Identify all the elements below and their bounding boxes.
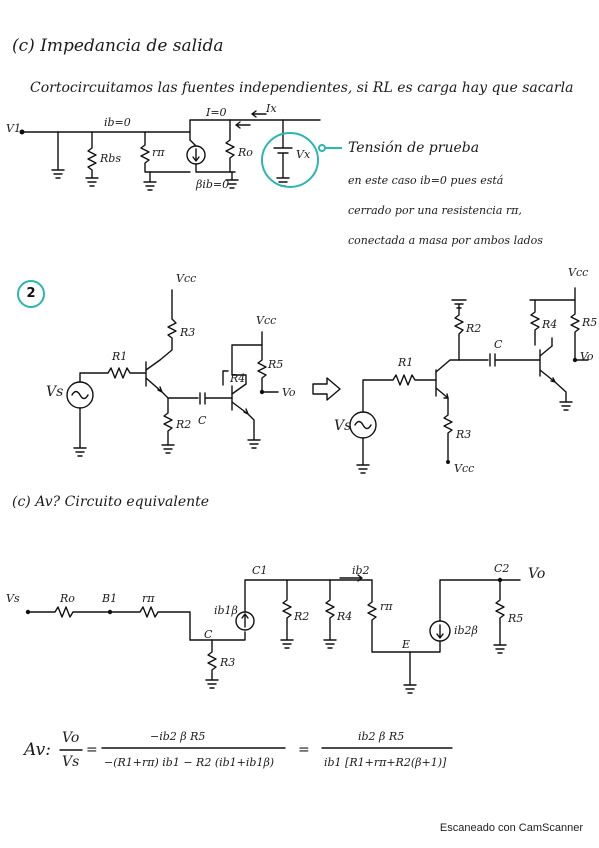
left-vs: Vs xyxy=(46,384,64,400)
note-line-1: Tensión de prueba xyxy=(348,140,480,156)
left-r1: R1 xyxy=(112,350,128,363)
label-rbs: Rbs xyxy=(100,152,121,165)
label-rpi: rπ xyxy=(152,146,165,159)
note-line-4: conectada a masa por ambos lados xyxy=(348,234,543,247)
equation-frac2-denominator: ib1 [R1+rπ+R2(β+1)] xyxy=(324,756,447,769)
equation-lhs-numerator: Vo xyxy=(62,730,80,746)
label-bib0: βib=0 xyxy=(196,178,230,191)
av-vo: Vo xyxy=(528,566,546,582)
av-vs: Vs xyxy=(6,592,20,605)
right-two-stage-circuit xyxy=(349,287,589,474)
equation-fraction-bars xyxy=(59,747,453,751)
label-ro: Ro xyxy=(238,146,253,159)
right-vcc-2: Vcc xyxy=(454,462,475,475)
av-e: E xyxy=(402,638,411,651)
left-r5: R5 xyxy=(268,358,284,371)
right-r3: R3 xyxy=(456,428,472,441)
output-impedance-circuit xyxy=(19,110,342,191)
small-signal-equivalent-circuit xyxy=(25,574,521,694)
equation-frac1-numerator: −ib2 β R5 xyxy=(150,730,206,743)
av-r2: R2 xyxy=(294,610,310,623)
av-r3: R3 xyxy=(220,656,236,669)
av-r5: R5 xyxy=(508,612,524,625)
left-vcc-1: Vcc xyxy=(176,272,197,285)
av-c: C xyxy=(204,628,213,641)
note-line-3: cerrado por una resistencia rπ, xyxy=(348,204,522,217)
left-r3: R3 xyxy=(180,326,196,339)
right-r1: R1 xyxy=(398,356,414,369)
camscanner-footer: Escaneado con CamScanner xyxy=(439,822,583,834)
label-vx: Vx xyxy=(296,148,311,161)
right-vo: Vo xyxy=(580,350,594,363)
av-r4: R4 xyxy=(337,610,353,623)
av-rpi-2: rπ xyxy=(380,600,393,613)
av-ib2: ib2 xyxy=(352,564,370,577)
note-line-2: en este caso ib=0 pues está xyxy=(348,174,504,187)
equation-prefix: Av: xyxy=(24,740,51,760)
equation-lhs-denominator: Vs xyxy=(62,754,80,770)
av-rpi-1: rπ xyxy=(142,592,155,605)
impedance-heading: (c) Impedancia de salida xyxy=(12,36,224,56)
label-i0: I=0 xyxy=(206,106,227,119)
av-ib2b: ib2β xyxy=(454,624,478,637)
left-r4: R4 xyxy=(230,372,246,385)
right-r5: R5 xyxy=(582,316,598,329)
av-ib1b: ib1β xyxy=(214,604,238,617)
left-vcc-2: Vcc xyxy=(256,314,277,327)
equation-frac1-denominator: −(R1+rπ) ib1 − R2 (ib1+ib1β) xyxy=(104,756,275,769)
right-vs: Vs xyxy=(334,418,352,434)
label-ix: Ix xyxy=(266,102,277,115)
left-two-stage-circuit xyxy=(66,289,341,457)
av-c1: C1 xyxy=(252,564,268,577)
impedance-intro: Cortocircuitamos las fuentes independien… xyxy=(30,80,574,96)
left-c: C xyxy=(198,414,207,427)
label-ib0: ib=0 xyxy=(104,116,131,129)
right-c: C xyxy=(494,338,503,351)
right-r2: R2 xyxy=(466,322,482,335)
equation-frac2-numerator: ib2 β R5 xyxy=(358,730,405,743)
av-heading: (c) Av? Circuito equivalente xyxy=(12,494,210,510)
problem-number-circle: 2 xyxy=(17,280,45,308)
right-r4: R4 xyxy=(542,318,558,331)
av-b1: B1 xyxy=(102,592,118,605)
av-ro: Ro xyxy=(60,592,75,605)
left-vo: Vo xyxy=(282,386,296,399)
equals-sign-2: = xyxy=(298,742,310,758)
equals-sign-1: = xyxy=(86,742,98,758)
left-r2: R2 xyxy=(176,418,192,431)
av-c2: C2 xyxy=(494,562,510,575)
right-vcc-1: Vcc xyxy=(568,266,589,279)
label-v1: V1 xyxy=(6,122,21,135)
